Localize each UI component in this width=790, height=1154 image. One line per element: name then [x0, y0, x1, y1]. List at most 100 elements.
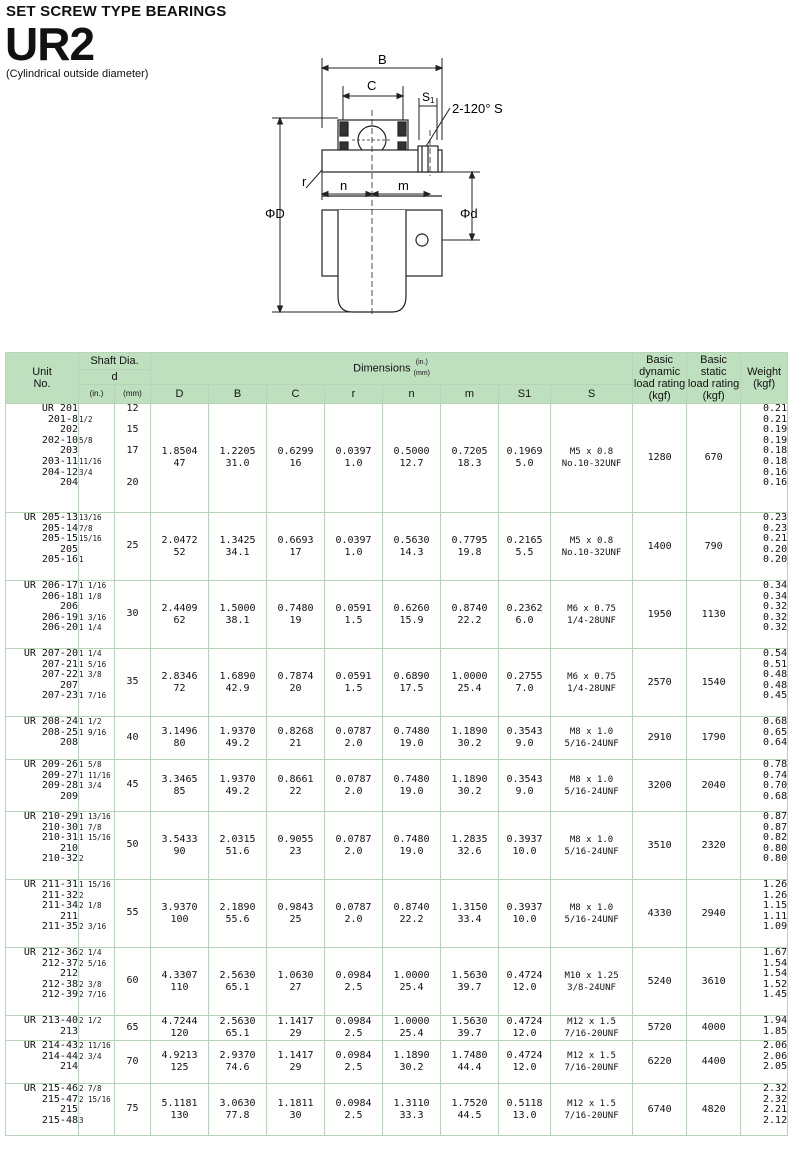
header-r: r [324, 384, 383, 404]
thread-S: M12 x 1.5 7/16-20UNF [549, 1015, 634, 1041]
dim-m: 1.1890 30.2 [440, 716, 499, 760]
dim-D: 3.3465 85 [150, 759, 209, 812]
dim-b [320, 58, 444, 140]
dim-B: 2.1890 55.6 [208, 879, 267, 948]
shaft-mm: 25 [114, 512, 151, 581]
dynamic-load: 5720 [632, 1015, 688, 1041]
bearing-drawing: B C S1 2-120° S [265, 52, 503, 316]
static-load: 670 [686, 403, 742, 513]
dim-S1: 0.3937 10.0 [498, 879, 551, 948]
dim-C: 0.8268 21 [266, 716, 325, 760]
dim-n: 0.8740 22.2 [382, 879, 441, 948]
static-load: 790 [686, 512, 742, 581]
spec-table: Unit No. Shaft Dia. Dimensions (in.) (mm… [5, 352, 789, 1136]
weight-values: 0.87 0.87 0.82 0.80 0.80 [740, 811, 789, 880]
dim-r: 0.0787 2.0 [324, 879, 383, 948]
dim-D: 3.1496 80 [150, 716, 209, 760]
shaft-inch: 1 5/8 1 11/16 1 3/4 [78, 759, 115, 812]
static-load: 3610 [686, 947, 742, 1016]
dim-D: 2.0472 52 [150, 512, 209, 581]
label-c: C [367, 78, 376, 93]
shaft-inch: 1 15/16 2 2 1/8 2 3/16 [78, 879, 115, 948]
label-r: r [302, 174, 307, 189]
static-load: 2040 [686, 759, 742, 812]
header-dynamic-load: Basic dynamic load rating (kgf) [632, 352, 688, 404]
header-shaft-dia: Shaft Dia. [78, 352, 151, 370]
weight-values: 2.06 2.06 2.05 [740, 1040, 789, 1084]
label-s1-sub: 1 [430, 96, 435, 105]
dim-m: 1.0000 25.4 [440, 648, 499, 717]
shaft-mm: 70 [114, 1040, 151, 1084]
dim-D: 3.5433 90 [150, 811, 209, 880]
header-dimensions: Dimensions (in.) (mm) [149, 352, 634, 385]
dim-B: 1.9370 49.2 [208, 716, 267, 760]
label-s: 2-120° S [452, 101, 503, 116]
dim-C: 1.0630 27 [266, 947, 325, 1016]
dim-S1: 0.1969 5.0 [498, 403, 551, 513]
unit-numbers: UR 209-26 209-27 209-28 209 [5, 759, 79, 812]
dynamic-load: 1280 [632, 403, 688, 513]
dim-n: 0.7480 19.0 [382, 811, 441, 880]
thread-S: M6 x 0.75 1/4-28UNF [549, 580, 634, 649]
dim-r: 0.0397 1.0 [324, 512, 383, 581]
dim-D: 1.8504 47 [150, 403, 209, 513]
header-shaft-d: d [78, 369, 151, 385]
dim-B: 2.5630 65.1 [208, 1015, 267, 1041]
static-load: 1130 [686, 580, 742, 649]
static-load: 4400 [686, 1040, 742, 1084]
dim-d-outer [272, 116, 352, 314]
shaft-mm: 45 [114, 759, 151, 812]
thread-S: M12 x 1.5 7/16-20UNF [549, 1083, 634, 1136]
header-S: S [549, 384, 634, 404]
dynamic-load: 6740 [632, 1083, 688, 1136]
dynamic-load: 3510 [632, 811, 688, 880]
dim-S1: 0.4724 12.0 [498, 947, 551, 1016]
shaft-mm: 12 15 17 20 [114, 403, 151, 513]
thread-S: M10 x 1.25 3/8-24UNF [549, 947, 634, 1016]
thread-S: M5 x 0.8 No.10-32UNF [549, 512, 634, 581]
dim-n: 1.1890 30.2 [382, 1040, 441, 1084]
dim-S1: 0.3543 9.0 [498, 716, 551, 760]
dim-r: 0.0591 1.5 [324, 648, 383, 717]
dim-s1 [418, 98, 438, 140]
dim-S1: 0.4724 12.0 [498, 1015, 551, 1041]
label-n: n [340, 178, 347, 193]
dim-n: 0.6890 17.5 [382, 648, 441, 717]
dynamic-load: 5240 [632, 947, 688, 1016]
dim-C: 0.8661 22 [266, 759, 325, 812]
shaft-mm: 50 [114, 811, 151, 880]
shaft-inch: 1/2 5/8 11/16 3/4 [78, 403, 115, 513]
dim-nm [305, 169, 432, 200]
dim-m: 1.1890 30.2 [440, 759, 499, 812]
unit-numbers: UR 215-46 215-47 215 215-48 [5, 1083, 79, 1136]
dim-r: 0.0984 2.5 [324, 1040, 383, 1084]
dynamic-load: 2910 [632, 716, 688, 760]
shaft-inch: 2 1/2 [78, 1015, 115, 1041]
thread-S: M8 x 1.0 5/16-24UNF [549, 879, 634, 948]
header-in: (in.) [78, 384, 115, 404]
dim-S1: 0.3543 9.0 [498, 759, 551, 812]
static-load: 1540 [686, 648, 742, 717]
label-d-bore: Φd [460, 206, 478, 221]
header-weight: Weight (kgf) [740, 352, 789, 404]
thread-S: M8 x 1.0 5/16-24UNF [549, 759, 634, 812]
dim-D: 2.4409 62 [150, 580, 209, 649]
dynamic-load: 1950 [632, 580, 688, 649]
dim-m: 1.2835 32.6 [440, 811, 499, 880]
dynamic-load: 1400 [632, 512, 688, 581]
shaft-inch: 13/16 7/8 15/16 1 [78, 512, 115, 581]
dim-C: 0.7480 19 [266, 580, 325, 649]
dim-n: 1.0000 25.4 [382, 1015, 441, 1041]
static-load: 1790 [686, 716, 742, 760]
dim-B: 2.9370 74.6 [208, 1040, 267, 1084]
dim-C: 0.6693 17 [266, 512, 325, 581]
dim-B: 1.2205 31.0 [208, 403, 267, 513]
static-load: 2940 [686, 879, 742, 948]
dim-C: 1.1417 29 [266, 1015, 325, 1041]
weight-values: 0.23 0.23 0.21 0.20 0.20 [740, 512, 789, 581]
dim-C: 1.1417 29 [266, 1040, 325, 1084]
dim-m: 1.7480 44.4 [440, 1040, 499, 1084]
